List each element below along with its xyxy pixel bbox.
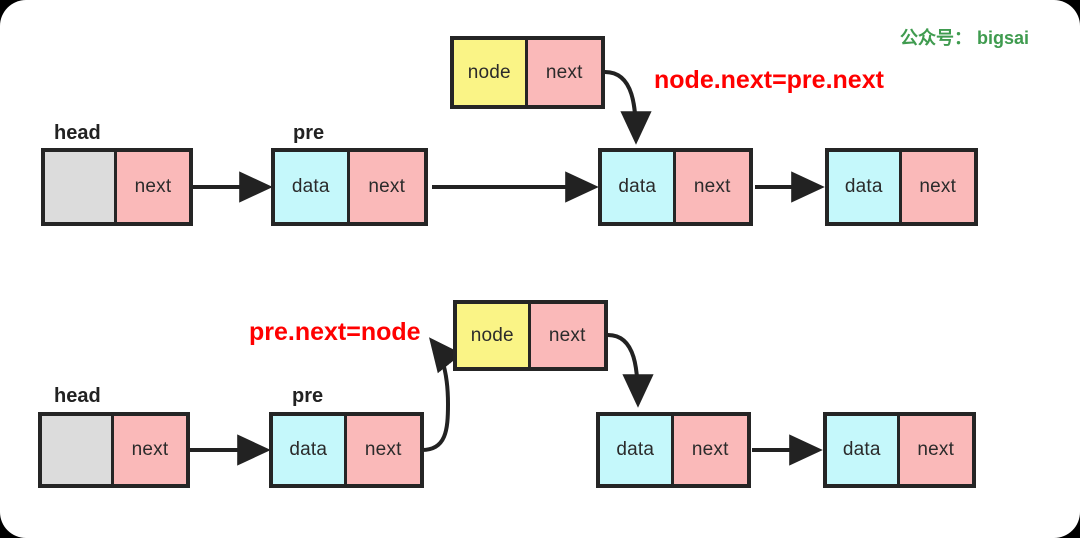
step2-node-pre-data-cell: data: [273, 416, 347, 484]
step2-node-head: next: [38, 412, 190, 488]
step2-node-4-next-cell: next: [899, 416, 972, 484]
step2-annotation: pre.next=node: [249, 318, 421, 346]
step1-node-pre-data-cell: data: [275, 152, 350, 222]
step1-node-4-data-cell: data: [829, 152, 902, 222]
step2-node-4: data next: [823, 412, 976, 488]
step2-new-node: node next: [453, 300, 608, 371]
arrow-node-next-to-node3-curve-bottom: [607, 333, 654, 408]
arrow-node-next-to-node3-curve: [604, 70, 652, 145]
step2-new-node-left-cell: node: [457, 304, 531, 367]
step1-node-pre: data next: [271, 148, 428, 226]
step1-new-node-next-cell: next: [527, 40, 601, 105]
step1-node-4: data next: [825, 148, 978, 226]
step2-pointer-label-pre: pre: [292, 385, 324, 407]
watermark-text: 公众号： bigsai: [900, 28, 1030, 48]
step1-node-3-next-cell: next: [675, 152, 749, 222]
step1-node-head: next: [41, 148, 193, 226]
step2-pointer-label-head: head: [54, 385, 101, 407]
step2-node-3: data next: [596, 412, 751, 488]
step2-node-4-data-cell: data: [827, 416, 900, 484]
step1-new-node-left-cell: node: [454, 40, 528, 105]
step1-pointer-label-head: head: [54, 122, 101, 144]
step2-node-head-next-cell: next: [114, 416, 186, 484]
step1-node-3-data-cell: data: [602, 152, 676, 222]
step2-node-pre-next-cell: next: [346, 416, 420, 484]
step1-node-head-left-cell: [45, 152, 117, 222]
step2-node-3-data-cell: data: [600, 416, 674, 484]
step2-node-head-left-cell: [42, 416, 114, 484]
step1-node-3: data next: [598, 148, 753, 226]
step2-node-pre: data next: [269, 412, 424, 488]
step2-new-node-next-cell: next: [530, 304, 604, 367]
step1-node-pre-next-cell: next: [349, 152, 424, 222]
step1-pointer-label-pre: pre: [293, 122, 325, 144]
arrow-pre-next-to-node-curve: [421, 337, 463, 452]
step2-node-3-next-cell: next: [673, 416, 747, 484]
step1-node-head-next-cell: next: [117, 152, 189, 222]
step1-node-4-next-cell: next: [901, 152, 974, 222]
step1-annotation: node.next=pre.next: [654, 66, 884, 94]
step1-new-node: node next: [450, 36, 605, 109]
